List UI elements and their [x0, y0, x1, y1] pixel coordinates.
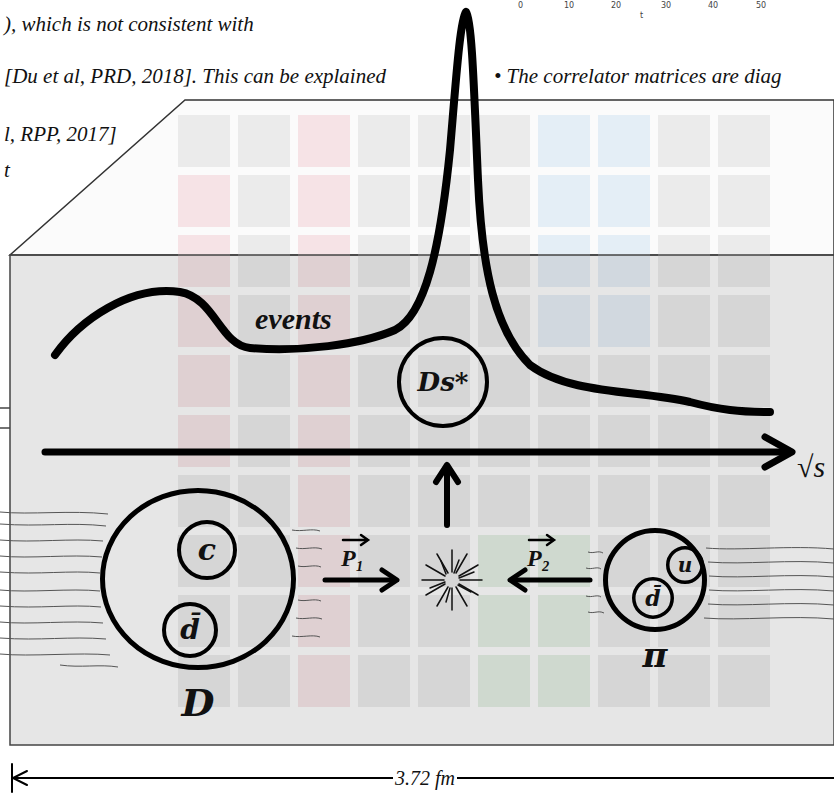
momentum-label: P₂ [527, 546, 550, 570]
lattice-box [0, 100, 834, 745]
resonance-circle: Ds* [397, 336, 489, 428]
note-text: • The correlator matrices are diag [492, 66, 784, 87]
momentum-label: P₁ [341, 546, 364, 570]
tick-label: 40 [708, 2, 718, 10]
tick-label: 50 [756, 2, 766, 10]
dimension-label: 3.72 fm [393, 768, 457, 788]
collision-burst [422, 550, 482, 610]
dimension-line [12, 764, 834, 792]
particle-symbol: c [198, 535, 216, 565]
antiquark-circle: d̄ [162, 602, 218, 658]
tick-label: 20 [611, 2, 621, 10]
motion-lines [0, 512, 834, 667]
tick-label: 10 [564, 2, 574, 10]
particle-label: π [643, 638, 668, 672]
antiquark-circle: d̄ [632, 577, 674, 619]
tick-label: 0 [518, 2, 523, 10]
note-text: ), which is not consistent with [2, 14, 256, 35]
particle-symbol: Ds* [418, 369, 469, 395]
sqrt-s-axis [45, 437, 792, 467]
vector-overlines [343, 535, 554, 545]
particle-symbol: d̄ [180, 616, 200, 644]
momentum-arrows [325, 570, 590, 590]
note-text: t [2, 160, 12, 181]
meson-circle: Dcd̄ [100, 488, 296, 670]
particle-label: D [182, 684, 215, 722]
tick-label: 30 [661, 2, 671, 10]
quark-circle: u [666, 546, 704, 584]
quark-circle: c [177, 520, 237, 580]
note-text: [Du et al, PRD, 2018]. This can be expla… [2, 66, 388, 87]
note-text: l, RPP, 2017] [2, 124, 119, 145]
curve-label: events [255, 304, 332, 334]
particle-symbol: u [678, 555, 693, 575]
up-arrow [436, 465, 458, 525]
meson-circle: πud̄ [603, 528, 707, 632]
axis-label: √s [797, 452, 825, 482]
axis-label: t [640, 12, 643, 20]
particle-symbol: d̄ [645, 587, 660, 609]
